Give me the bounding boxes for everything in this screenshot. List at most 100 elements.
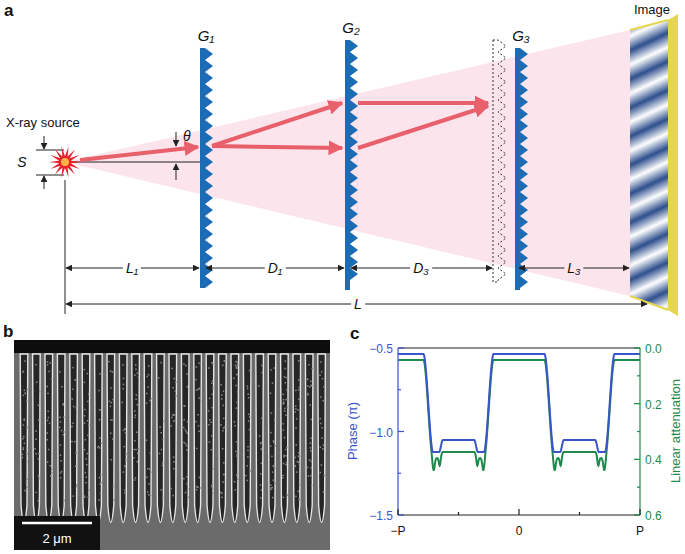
sem-texture [98, 390, 100, 392]
sem-texture [295, 411, 297, 413]
sem-texture [121, 402, 123, 404]
sem-texture [285, 360, 287, 362]
sem-texture [297, 409, 299, 411]
sem-texture [84, 496, 86, 498]
sem-texture [84, 382, 86, 384]
screen-edge [630, 20, 668, 30]
sem-texture [186, 483, 188, 485]
sem-texture [60, 444, 62, 446]
sem-texture [286, 447, 288, 449]
sem-texture [307, 385, 309, 387]
sem-texture [38, 500, 40, 502]
sem-texture [61, 386, 63, 388]
sem-texture [99, 373, 101, 375]
sem-texture [183, 419, 185, 421]
sem-texture [160, 489, 162, 491]
x-ray-path [212, 103, 342, 146]
sem-texture [150, 472, 152, 474]
sem-texture [100, 493, 102, 495]
plot-frame [398, 347, 640, 348]
label-slot: −P [390, 521, 405, 539]
sem-texture [283, 455, 285, 457]
sem-texture [321, 437, 323, 439]
sem-texture [112, 438, 114, 440]
label-slot: P [636, 521, 644, 539]
sem-texture [196, 366, 198, 368]
label-slot: b [3, 323, 13, 342]
sem-texture [84, 409, 86, 411]
sem-texture [88, 424, 90, 426]
grating-trench [95, 354, 103, 523]
sem-texture [110, 387, 112, 389]
axis-tick [458, 512, 459, 515]
sem-texture [100, 482, 102, 484]
sem-texture [197, 414, 199, 416]
sem-texture [248, 420, 250, 422]
sem-texture [260, 497, 262, 499]
sem-texture [135, 449, 137, 451]
sem-texture [72, 388, 74, 390]
grating-trench [33, 354, 41, 523]
sem-texture [113, 499, 115, 501]
grating-trench [70, 354, 78, 523]
sem-texture [311, 385, 313, 387]
sem-texture [48, 449, 50, 451]
sem-texture [136, 461, 138, 463]
sem-texture [138, 448, 140, 450]
sem-texture [71, 441, 73, 443]
sem-texture [61, 471, 63, 473]
sem-texture [247, 385, 249, 387]
axis-tick [634, 403, 640, 404]
sem-texture [272, 465, 274, 467]
sem-texture [236, 474, 238, 476]
source-size-arrow [44, 176, 45, 189]
sem-texture [323, 386, 325, 388]
sem-texture [220, 424, 222, 426]
grating-trench [305, 354, 313, 523]
sem-texture [147, 491, 149, 493]
sem-texture [123, 384, 125, 386]
sem-texture [209, 398, 211, 400]
sem-texture [260, 484, 262, 486]
sem-texture [108, 361, 110, 363]
sem-texture [195, 421, 197, 423]
angle-mark [176, 164, 177, 180]
sem-texture [298, 455, 300, 457]
sem-texture [146, 402, 148, 404]
label-slot: 0 [516, 521, 523, 539]
optical-axis [65, 162, 200, 163]
sem-texture [134, 410, 136, 412]
sem-texture [186, 449, 188, 451]
sem-texture [245, 475, 247, 477]
sem-texture [295, 405, 297, 407]
beam-cone [65, 30, 630, 296]
source-size-line [36, 150, 64, 151]
sem-texture [47, 393, 49, 395]
sem-texture [123, 446, 125, 448]
label-slot: L₃ [564, 259, 583, 277]
profile-plot [398, 348, 640, 515]
sem-texture [49, 423, 51, 425]
tick-label: 0.6 [645, 510, 662, 523]
sem-texture [319, 418, 321, 420]
axis-tick [398, 473, 401, 474]
sem-texture [111, 419, 113, 421]
sem-texture [76, 484, 78, 486]
grating-trench [231, 354, 239, 523]
attenuation-curve [398, 360, 640, 470]
sem-texture [222, 448, 224, 450]
sem-texture [162, 462, 164, 464]
sem-texture [38, 458, 40, 460]
sem-texture [124, 465, 126, 467]
sem-texture [247, 393, 249, 395]
sem-texture [173, 420, 175, 422]
sem-texture [124, 429, 126, 431]
sem-texture [124, 428, 126, 430]
sem-texture [235, 385, 237, 387]
sem-texture [296, 471, 298, 473]
sem-texture [183, 363, 185, 365]
sem-texture [149, 452, 151, 454]
sem-texture [319, 374, 321, 376]
label-slot: G₁ [198, 27, 214, 45]
axis-tick [634, 514, 640, 515]
